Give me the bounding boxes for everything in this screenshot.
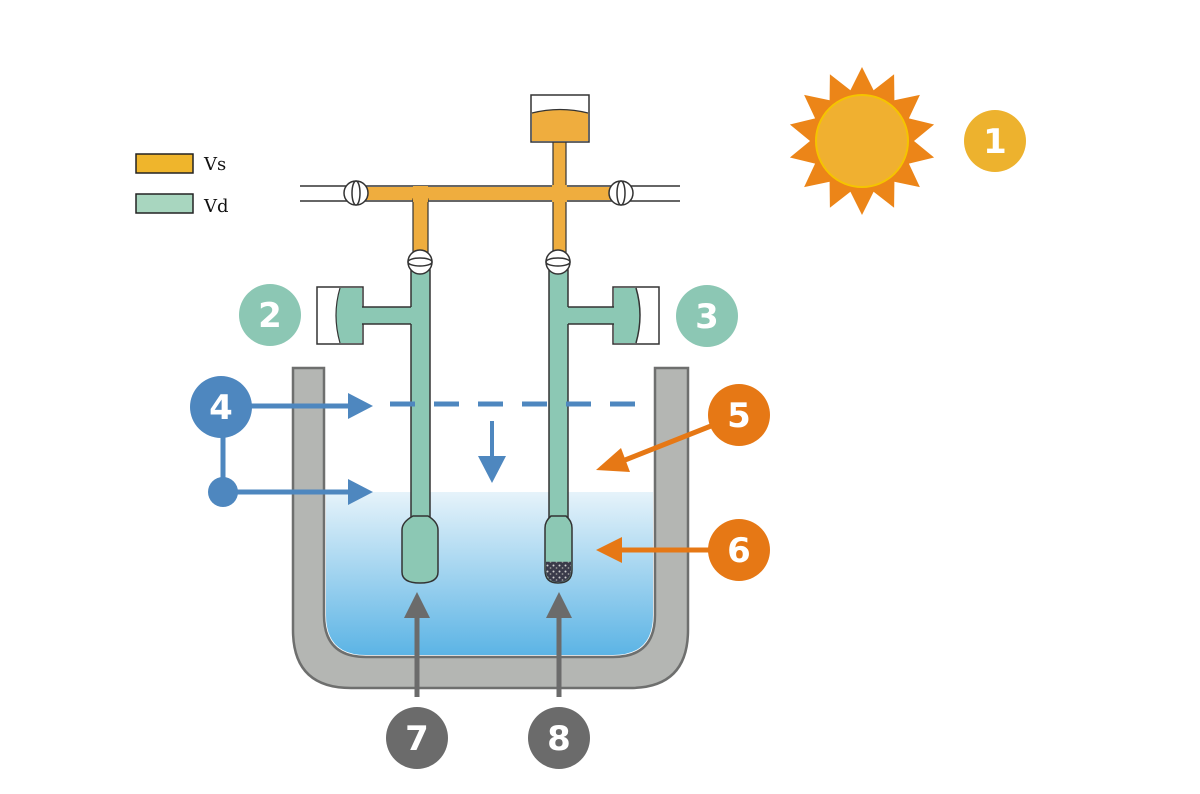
badge-1 — [964, 110, 1026, 172]
right-probe — [544, 269, 660, 584]
marker-4: 4 — [190, 376, 373, 507]
sun-disc — [815, 94, 909, 188]
marker-7: 7 — [386, 592, 448, 769]
legend-item-vs: Vs — [135, 153, 226, 175]
marker-8: 8 — [528, 592, 590, 769]
valve-right-vertical[interactable] — [545, 249, 571, 275]
marker-2: 2 — [239, 284, 301, 346]
legend: Vs Vd — [135, 153, 229, 217]
sun-icon — [789, 67, 935, 215]
marker-4-dot — [208, 477, 238, 507]
water — [326, 492, 653, 655]
top-manifold — [300, 94, 680, 256]
badge-2 — [239, 284, 301, 346]
badge-4 — [190, 376, 252, 438]
badge-7-label: 7 — [405, 719, 429, 759]
marker-3: 3 — [676, 285, 738, 347]
badge-4-label: 4 — [209, 388, 233, 428]
badge-5-label: 5 — [727, 396, 751, 436]
vs-manifold-fluid — [362, 187, 615, 200]
soil-sample — [546, 561, 571, 582]
badge-6 — [708, 519, 770, 581]
legend-label-vd: Vd — [203, 196, 229, 217]
badge-3 — [676, 285, 738, 347]
marker-1: 1 — [964, 110, 1026, 172]
marker-5: 5 — [596, 384, 770, 472]
legend-label-vs: Vs — [203, 154, 226, 175]
legend-swatch-vs — [135, 153, 194, 174]
badge-2-label: 2 — [258, 296, 282, 336]
badge-5 — [708, 384, 770, 446]
legend-item-vd: Vd — [135, 193, 229, 217]
legend-swatch-vd — [135, 193, 194, 214]
badge-8 — [528, 707, 590, 769]
marker-6: 6 — [596, 519, 770, 581]
badge-7 — [386, 707, 448, 769]
valve-left-horizontal[interactable] — [343, 180, 369, 206]
badge-6-label: 6 — [727, 531, 751, 571]
badge-1-label: 1 — [983, 122, 1007, 162]
container-wall — [291, 366, 690, 690]
water-drop-arrow — [478, 421, 506, 483]
badge-8-label: 8 — [547, 719, 571, 759]
probe-bulb-left — [401, 515, 439, 584]
badge-3-label: 3 — [695, 297, 719, 337]
valve-left-vertical[interactable] — [407, 249, 433, 275]
valve-right-horizontal[interactable] — [608, 180, 634, 206]
